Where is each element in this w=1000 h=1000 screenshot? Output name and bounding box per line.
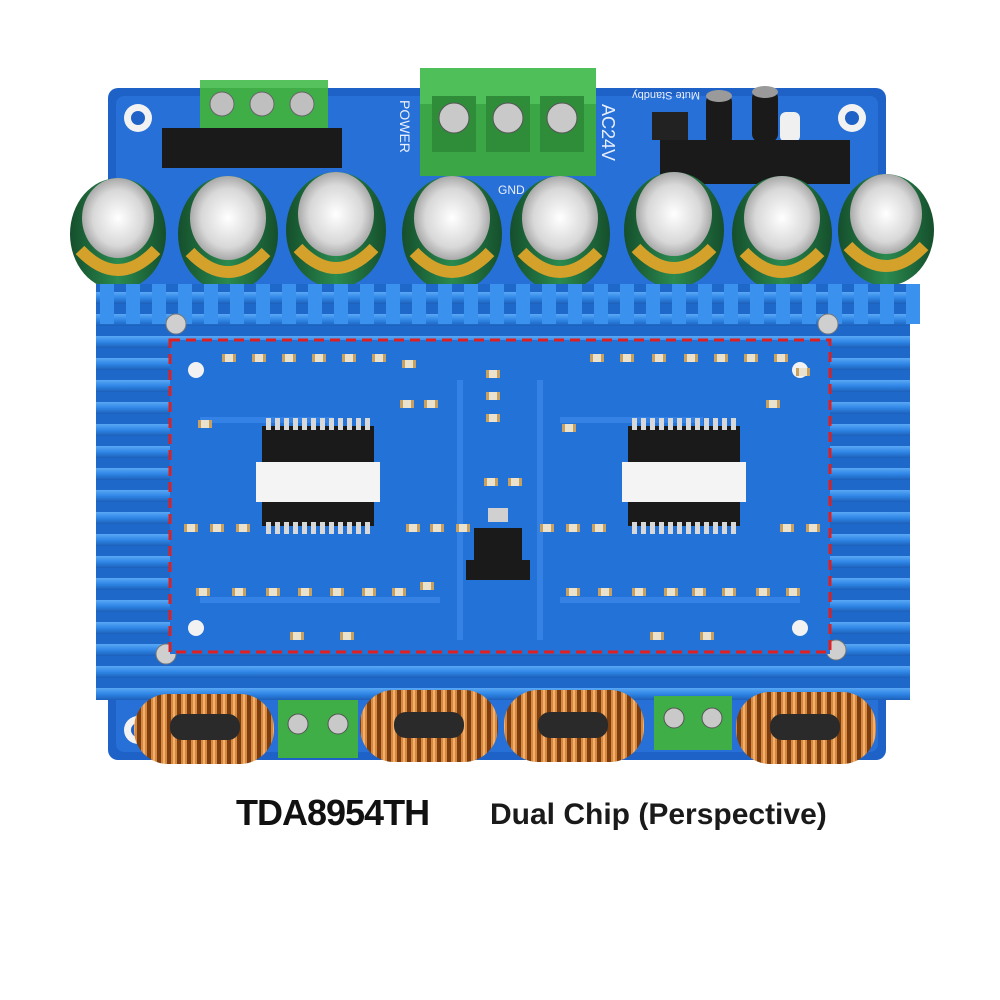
smd-components [184,354,820,640]
capacitor [624,172,724,288]
capacitor [286,172,386,288]
board-silkscreen: POWER AC24V GND Mute Standby [397,89,700,197]
toroid-coil [134,694,274,764]
capacitor-row [70,172,934,292]
screw-terminal-power [420,68,596,176]
toroid-coil [360,690,498,762]
svg-text:GND: GND [498,183,525,197]
ic-chip-right [622,418,746,534]
toroid-coil [736,692,876,764]
capacitor [732,176,832,292]
screw-terminal-left [200,80,328,132]
svg-text:Mute Standby: Mute Standby [632,89,700,101]
svg-text:POWER: POWER [397,100,413,153]
screw-terminal-bottom-left [278,700,358,758]
toroid-coil [504,690,644,762]
capacitor [510,176,610,292]
small-capacitors-top [652,86,800,146]
chip-model-caption: TDA8954TH [236,792,430,833]
description-caption: Dual Chip (Perspective) [490,798,827,831]
capacitor [178,176,278,292]
svg-text:AC24V: AC24V [598,104,618,161]
highlight-outline [168,338,832,654]
regulator-block-left [162,128,342,168]
screw-terminal-bottom-right [654,696,732,750]
ic-regulator-center [466,508,530,580]
capacitor [402,176,502,292]
capacitor [838,174,934,286]
ic-chip-left [256,418,380,534]
capacitor [70,178,166,290]
